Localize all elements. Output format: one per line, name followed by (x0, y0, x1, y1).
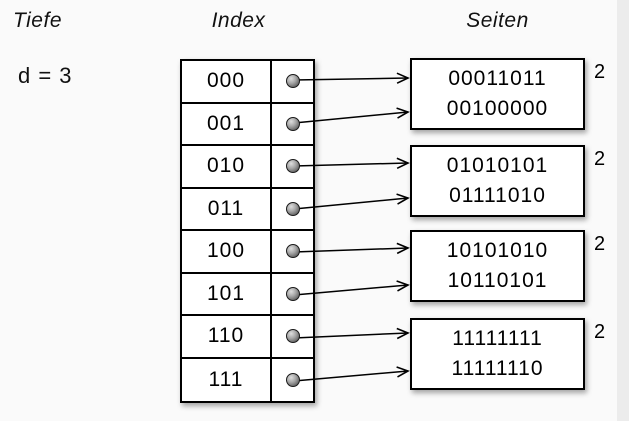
index-cell-pointer (272, 231, 313, 272)
index-row: 000 (182, 61, 313, 104)
pointer-dot-icon (285, 116, 300, 131)
index-cell-pointer (272, 359, 313, 402)
index-table: 000 001 010 011 100 101 110 111 (180, 59, 315, 403)
pointer-dot-icon (285, 329, 300, 344)
page-value: 01111010 (449, 184, 546, 207)
index-row: 001 (182, 103, 313, 146)
pointer-dot-icon (285, 74, 300, 89)
index-cell-pointer (272, 146, 313, 187)
local-depth-label: 2 (594, 321, 606, 343)
index-cell-label: 010 (182, 146, 272, 187)
pointer-dot-icon (285, 159, 300, 174)
index-row: 010 (182, 146, 313, 189)
pointer-dot-icon (285, 286, 300, 301)
index-row: 101 (182, 273, 313, 316)
index-row: 011 (182, 188, 313, 231)
local-depth-label: 2 (594, 61, 606, 83)
page-value: 11111110 (451, 357, 544, 380)
index-row: 111 (182, 358, 313, 402)
page-box: 10101010 10110101 (410, 230, 585, 302)
page-value: 11111111 (452, 327, 543, 350)
page-value: 10110101 (447, 269, 548, 292)
pointer-dot-icon (285, 201, 300, 216)
index-cell-label: 001 (182, 103, 272, 144)
index-cell-pointer (272, 104, 313, 145)
page-value: 00100000 (446, 97, 549, 120)
page-box: 11111111 11111110 (410, 318, 585, 390)
index-cell-pointer (272, 274, 313, 315)
page-box: 00011011 00100000 (410, 58, 585, 130)
index-row: 100 (182, 231, 313, 274)
page-value: 00011011 (448, 67, 547, 90)
page-edge-strip (617, 0, 629, 421)
index-cell-label: 111 (182, 358, 272, 401)
local-depth-label: 2 (594, 233, 606, 255)
index-cell-label: 011 (182, 188, 272, 229)
index-cell-label: 000 (182, 61, 272, 102)
local-depth-label: 2 (594, 148, 606, 170)
index-cell-label: 110 (182, 316, 272, 357)
page-value: 01010101 (446, 154, 549, 177)
global-depth-label: d = 3 (18, 63, 73, 88)
index-cell-pointer (272, 61, 313, 102)
index-cell-pointer (272, 316, 313, 357)
pointer-dot-icon (285, 372, 300, 387)
page-box: 01010101 01111010 (410, 145, 585, 217)
depth-column-header: Tiefe (13, 9, 63, 32)
index-cell-pointer (272, 189, 313, 230)
index-cell-label: 101 (182, 273, 272, 314)
index-column-header: Index (211, 9, 266, 32)
index-cell-label: 100 (182, 231, 272, 272)
page-value: 10101010 (446, 239, 549, 262)
index-row: 110 (182, 316, 313, 359)
pointer-dot-icon (285, 244, 300, 259)
pages-column-header: Seiten (466, 9, 529, 32)
